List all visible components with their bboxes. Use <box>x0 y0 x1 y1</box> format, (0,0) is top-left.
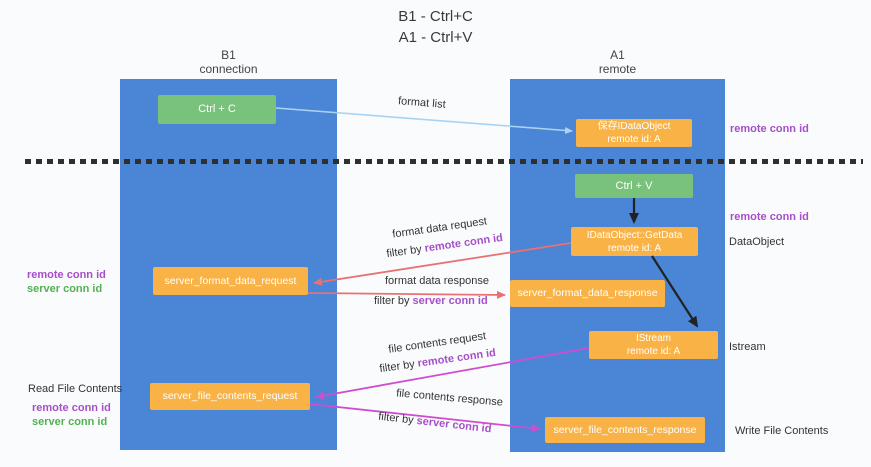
left-column-name: B1 <box>221 48 236 62</box>
ctrl-c-label: Ctrl + C <box>198 103 236 115</box>
left-column-header: B1 connection <box>120 48 337 76</box>
server-format-data-response-box: server_format_data_response <box>510 280 665 307</box>
left-server-conn-id-top: server conn id <box>27 283 103 295</box>
filter-by-text: filter by <box>378 357 419 376</box>
istream-side-label: Istream <box>729 341 766 353</box>
server-format-data-request-box: server_format_data_request <box>153 267 308 295</box>
ctrl-c-box: Ctrl + C <box>158 95 276 124</box>
ctrl-v-label: Ctrl + V <box>615 179 653 192</box>
istream-box: IStream remote id: A <box>589 331 718 359</box>
server-file-contents-request-box: server_file_contents_request <box>150 383 310 410</box>
remote-conn-id-text: remote conn id <box>416 346 497 370</box>
format-list-label: format list <box>397 95 447 111</box>
left-remote-conn-id-bottom: remote conn id <box>32 402 111 414</box>
read-file-contents-label: Read File Contents <box>28 383 123 395</box>
save-idataobject-line2: remote id: A <box>607 134 661 145</box>
left-remote-conn-id-top: remote conn id <box>27 269 106 281</box>
right-remote-conn-id-mid: remote conn id <box>730 211 809 223</box>
file-contents-response-label: file contents response <box>395 387 504 409</box>
getdata-line2: remote id: A <box>607 242 662 254</box>
format-data-response-label: format data response <box>385 275 489 287</box>
server-format-data-request-label: server_format_data_request <box>164 274 297 287</box>
filter-by-text: filter by <box>374 295 413 307</box>
ctrl-v-box: Ctrl + V <box>575 174 693 198</box>
phase-divider-dashed-line <box>25 159 863 164</box>
remote-conn-id-text: remote conn id <box>423 231 504 255</box>
server-conn-id-text: server conn id <box>412 295 488 307</box>
title-line-2: A1 - Ctrl+V <box>398 29 473 46</box>
right-column-role: remote <box>598 62 637 76</box>
left-server-conn-id-bottom: server conn id <box>32 416 108 428</box>
title-line-1: B1 - Ctrl+C <box>398 8 473 25</box>
right-column-header: A1 remote <box>510 48 725 76</box>
server-file-contents-response-label: server_file_contents_response <box>553 423 697 436</box>
istream-line2: remote id: A <box>626 346 681 357</box>
save-idataobject-line1: 保存IDataObject <box>597 121 671 132</box>
save-idataobject-box: 保存IDataObject remote id: A <box>576 119 692 147</box>
server-format-data-response-label: server_format_data_response <box>517 287 658 299</box>
right-remote-conn-id-top: remote conn id <box>730 123 809 135</box>
left-conn-id-group-bottom: remote conn id server conn id <box>32 401 111 429</box>
diagram-title: B1 - Ctrl+C A1 - Ctrl+V <box>0 6 871 48</box>
istream-line1: IStream <box>635 333 671 344</box>
left-column-role: connection <box>199 62 258 76</box>
left-conn-id-group-top: remote conn id server conn id <box>27 268 106 296</box>
server-conn-id-text: server conn id <box>415 414 493 436</box>
server-file-contents-request-label: server_file_contents_request <box>162 390 298 402</box>
server-file-contents-response-box: server_file_contents_response <box>545 417 705 443</box>
filter-by-text: filter by <box>385 242 426 261</box>
right-column-name: A1 <box>610 48 625 62</box>
file-contents-response-filter-label: filter by server conn id <box>378 411 492 436</box>
write-file-contents-label: Write File Contents <box>735 425 829 437</box>
filter-by-text: filter by <box>377 410 418 427</box>
getdata-line1: IDataObject::GetData <box>586 229 683 241</box>
idataobject-getdata-box: IDataObject::GetData remote id: A <box>571 227 698 256</box>
dataobject-side-label: DataObject <box>729 236 785 248</box>
format-data-response-filter-label: filter by server conn id <box>374 295 488 307</box>
